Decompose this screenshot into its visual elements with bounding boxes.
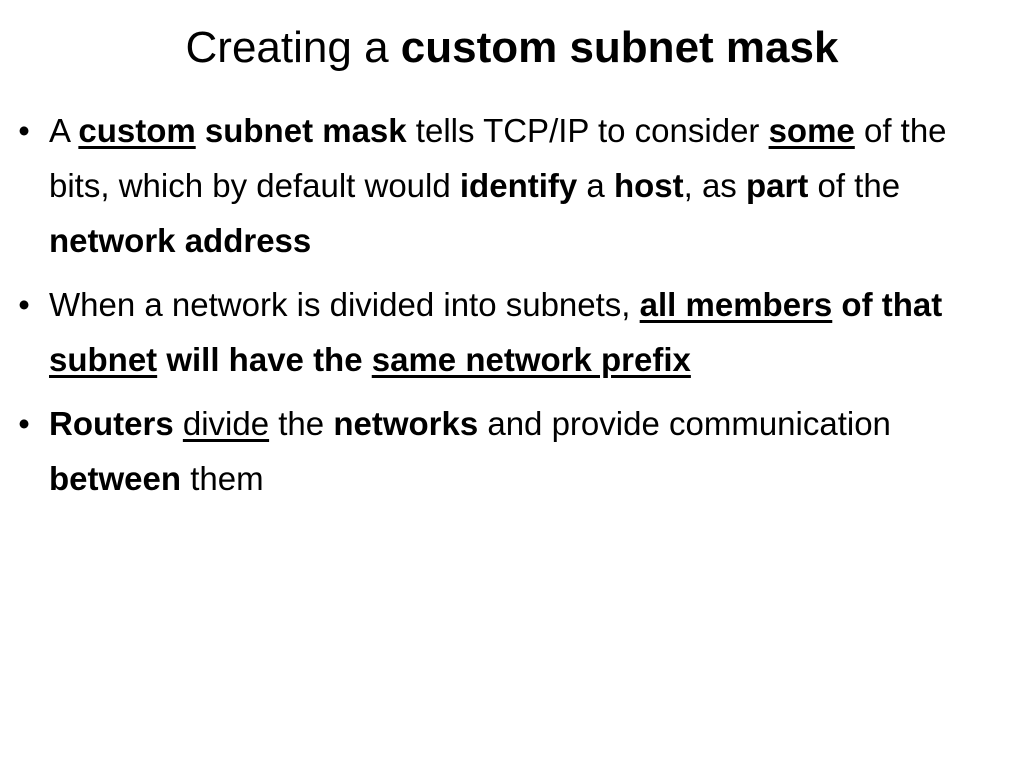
text-run: of the <box>808 167 901 204</box>
text-run: divide <box>182 405 270 442</box>
text-run: host <box>613 167 684 204</box>
text-run: some <box>768 112 855 149</box>
bullet-text: Routers divide the networks and provide … <box>49 405 891 497</box>
slide-title: Creating a custom subnet mask <box>0 20 1024 76</box>
text-run: custom <box>78 112 196 149</box>
text-run <box>174 405 183 442</box>
text-run: networks <box>333 405 479 442</box>
bullet-dot-icon: • <box>18 112 30 149</box>
title-text-normal: Creating a <box>185 23 401 72</box>
text-run: same network prefix <box>371 341 691 378</box>
bullet-list: • A custom subnet mask tells TCP/IP to co… <box>14 103 1004 515</box>
text-run: them <box>181 460 264 497</box>
text-run: identify <box>459 167 578 204</box>
text-run: will have the <box>157 341 372 378</box>
text-run: A <box>49 112 79 149</box>
text-run: all members <box>639 286 833 323</box>
text-run: part <box>745 167 809 204</box>
text-run: the <box>269 405 334 442</box>
bullet-text: A custom subnet mask tells TCP/IP to con… <box>49 112 947 259</box>
text-run: of the bits, which by default would <box>49 112 947 204</box>
title-text-bold: custom subnet mask <box>400 23 839 72</box>
bullet-item: • A custom subnet mask tells TCP/IP to co… <box>14 103 1004 268</box>
text-run: of that <box>832 286 943 323</box>
text-run: between <box>49 460 182 497</box>
text-run: Routers <box>49 405 174 442</box>
bullet-text: When a network is divided into subnets, … <box>49 286 942 378</box>
text-run: a <box>577 167 614 204</box>
bullet-dot-icon: • <box>18 286 30 323</box>
text-run: subnet <box>49 341 158 378</box>
text-run: network address <box>49 222 312 259</box>
text-run: When a network is divided into subnets, <box>49 286 640 323</box>
bullet-dot-icon: • <box>18 405 30 442</box>
text-run: subnet mask <box>204 112 407 149</box>
text-run: tells TCP/IP to consider <box>406 112 769 149</box>
text-run <box>196 112 205 149</box>
text-run: , as <box>683 167 746 204</box>
bullet-item: • When a network is divided into subnets,… <box>14 277 1004 387</box>
bullet-item: • Routers divide the networks and provide… <box>14 396 1004 506</box>
text-run: and provide communication <box>478 405 891 442</box>
